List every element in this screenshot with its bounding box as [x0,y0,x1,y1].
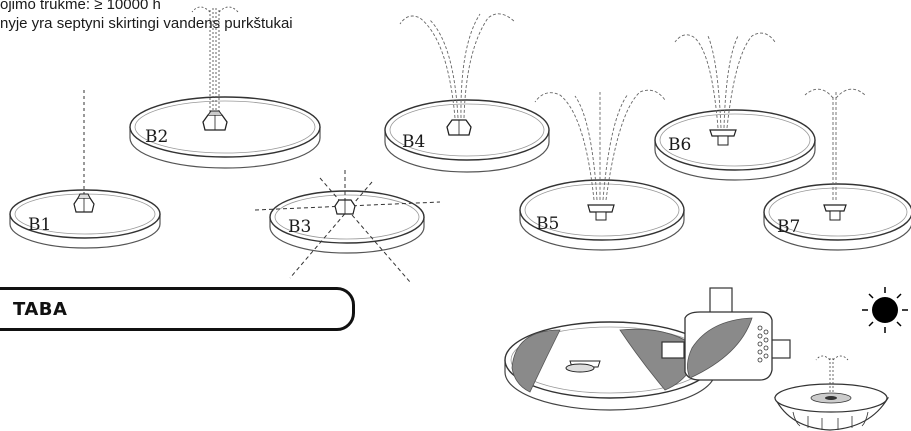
fountain-label-b7: B7 [777,217,800,237]
fountain-b7: B7 [763,88,911,251]
fountain-label-b2: B2 [145,127,168,147]
fountain-label-b5: B5 [536,214,559,234]
fountain-b3: B3 [254,170,441,283]
fountain-label-b6: B6 [668,135,691,155]
fountain-bowl-icon [774,355,890,431]
fountain-b5: B5 [519,89,685,251]
section-title-box: TABA [0,287,355,331]
fountain-b4: B4 [384,13,550,173]
section-title: TABA [13,299,68,320]
sun-icon [862,287,908,333]
fountain-assembled-icon [504,321,716,411]
fountain-b2: B2 [129,6,321,169]
fountain-label-b3: B3 [288,217,311,237]
spec-line-nozzles: nyje yra septyni skirtingi vandens purkš… [0,15,293,32]
fountain-label-b4: B4 [402,132,425,152]
fountain-label-b1: B1 [28,215,51,235]
fountain-b1: B1 [9,90,161,249]
pump-icon [661,287,791,381]
fountain-b6: B6 [654,32,816,181]
spec-line-lifetime: ojimo trukmė: ≥ 10000 h [0,0,161,13]
